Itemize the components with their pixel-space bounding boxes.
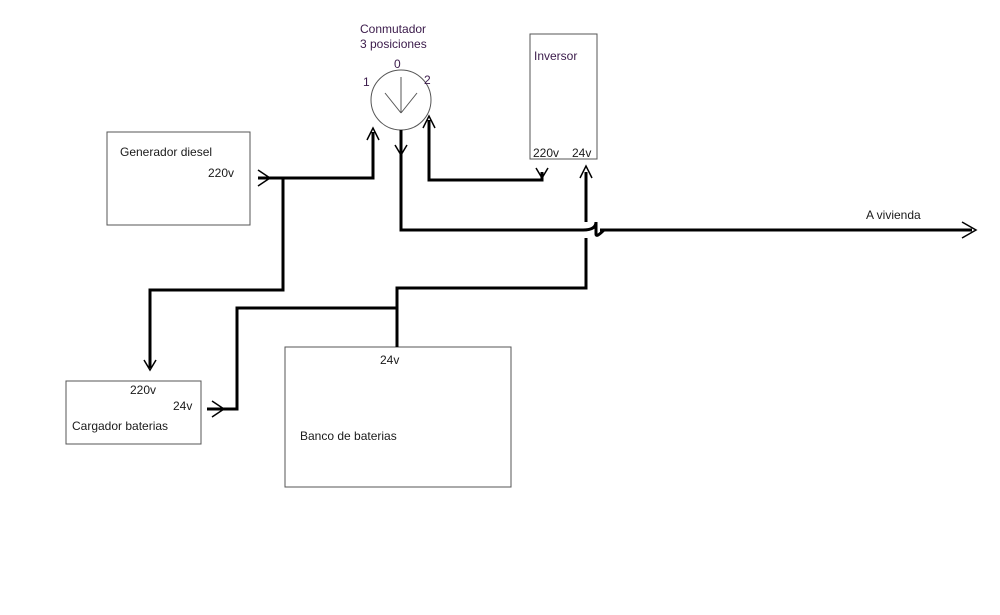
generator-label: Generador diesel <box>120 145 213 159</box>
charger-220v: 220v <box>130 383 157 397</box>
arrow-generator-out <box>257 169 272 187</box>
arrow-switch-in-1 <box>366 126 380 141</box>
switch-title-2: 3 posiciones <box>360 37 427 51</box>
generator-box <box>106 131 251 226</box>
wire-charger-24v <box>207 306 397 411</box>
arrow-inverter-24 <box>579 164 593 179</box>
wire-generator-to-charger <box>148 178 285 368</box>
output-label: A vivienda <box>866 208 921 222</box>
wire-output-a <box>399 130 583 232</box>
charger-label: Cargador baterias <box>72 419 169 433</box>
battery-bank-24v: 24v <box>380 353 400 367</box>
wire-switch-to-inverter <box>427 120 544 182</box>
inverter-220v: 220v <box>533 146 560 160</box>
switch-pos-0: 0 <box>394 57 401 71</box>
switch-pos-1: 1 <box>363 75 370 89</box>
charger-24v: 24v <box>173 399 193 413</box>
arrow-vivienda <box>961 221 978 239</box>
charger-box <box>65 380 202 445</box>
battery-bank-box <box>284 346 512 488</box>
wire-inverter-24v-low <box>395 238 588 347</box>
switch-symbol <box>370 69 432 131</box>
generator-220v: 220v <box>208 166 235 180</box>
arrow-charger-220 <box>143 359 157 372</box>
arrow-switch-out <box>394 144 408 157</box>
switch-pos-2: 2 <box>424 73 431 87</box>
inverter-label: Inversor <box>534 49 578 63</box>
inverter-box <box>529 33 598 160</box>
arrow-switch-in-2 <box>422 114 436 129</box>
wire-generator-to-switch <box>258 132 375 180</box>
battery-bank-label: Banco de baterias <box>300 429 397 443</box>
arrow-charger-24 <box>211 400 226 418</box>
inverter-24v: 24v <box>572 146 592 160</box>
wire-crossover <box>582 221 606 237</box>
arrow-inverter-220 <box>535 167 549 180</box>
switch-title-1: Conmutador <box>360 22 427 36</box>
